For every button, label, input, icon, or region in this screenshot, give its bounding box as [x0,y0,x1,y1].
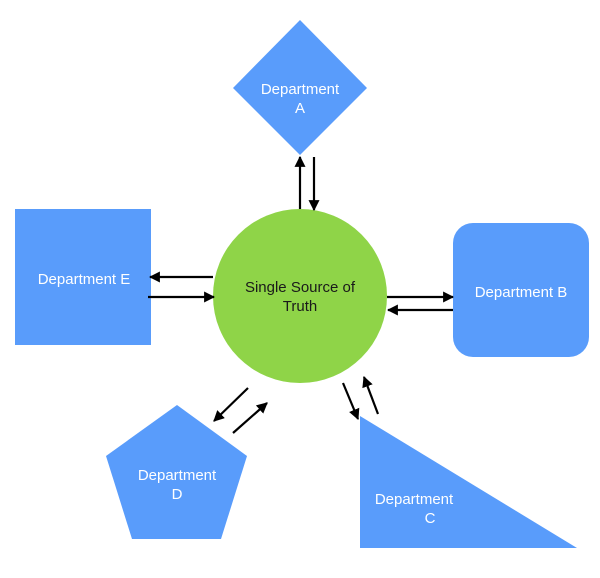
department-d-label-line2: D [172,486,183,503]
hub-label-line2: Truth [283,298,317,315]
department-e-square [15,209,151,345]
department-d-pentagon [106,405,247,539]
department-c-triangle [360,416,577,548]
department-c-label-line1: Department [375,491,454,508]
department-d-label-line1: Department [138,467,217,484]
department-b-node[interactable]: Department B [453,223,589,357]
hub-label-line1: Single Source of [245,279,356,296]
department-c-node[interactable]: Department C [360,416,577,548]
department-c-label-line2: C [425,510,436,527]
arrow-hub-to-c [341,382,360,421]
department-b-rounded-rect [453,223,589,357]
department-b-label: Department B [475,284,568,301]
department-e-node[interactable]: Department E [15,209,151,345]
department-a-label-line2: A [295,100,305,117]
department-e-label: Department E [38,271,131,288]
department-a-label-line1: Department [261,81,340,98]
department-a-diamond [233,20,367,155]
department-d-node[interactable]: Department D [106,405,247,539]
hub-node[interactable]: Single Source of Truth [213,209,387,383]
hub-circle [213,209,387,383]
arrow-hub-to-d [213,387,249,422]
arrow-c-to-hub [362,375,380,415]
department-a-node[interactable]: Department A [233,20,367,155]
arrow-d-to-hub [232,402,268,434]
